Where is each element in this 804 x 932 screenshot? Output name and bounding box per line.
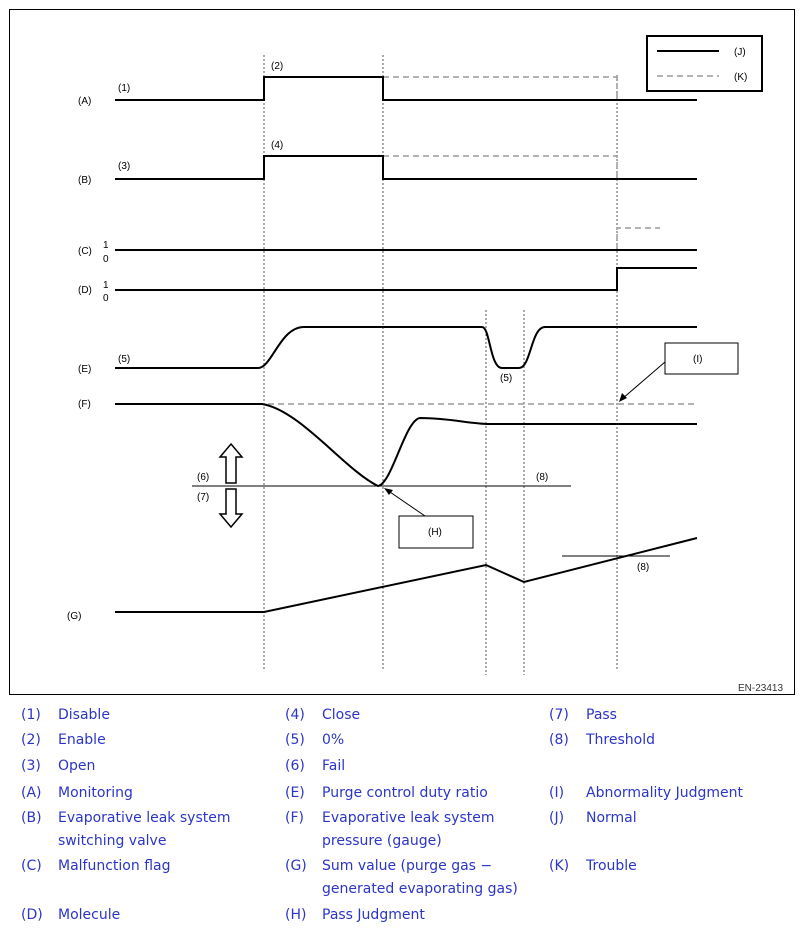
legend-text: Evaporative leak system [322,810,495,826]
callout-i-arrowhead [619,393,627,402]
trace-key-frame [646,35,763,92]
legend-text-line2: generated evaporating gas) [322,881,518,897]
legend-key: (A) [21,785,42,801]
fail-direction-arrow [218,442,244,484]
legend-text: Close [322,707,361,723]
marker-7: (7) [197,492,209,503]
signal-b-trouble-trace [383,155,618,179]
legend-key: (D) [21,907,43,923]
signal-d-level-one: 1 [103,280,109,291]
legend-text: Purge control duty ratio [322,785,488,801]
trace-key: (J) (K) [646,35,763,92]
callout-h-box [398,515,474,549]
legend-text: Pass [586,707,617,723]
callout-i-pointer [621,361,666,400]
signal-b-label: (B) [78,175,91,186]
signal-d-trace [115,267,697,291]
legend-text: Molecule [58,907,121,923]
signal-c-level-zero: 0 [103,254,109,265]
marker-2: (2) [271,61,283,72]
legend-key: (I) [549,785,565,801]
signal-c-trouble-trace [616,227,660,250]
legend-key: (J) [549,810,565,826]
diagram-frame [9,9,795,695]
legend-text: Disable [58,707,110,723]
signal-a-normal-trace [115,76,697,101]
legend-text-line2: switching valve [58,833,167,849]
signal-a-trouble-trace [383,76,618,100]
legend-key: (K) [549,858,570,874]
legend-key: (F) [285,810,304,826]
signal-c-level-one: 1 [103,240,109,251]
legend-text: Threshold [586,732,655,748]
marker-8-pressure: (8) [536,472,548,483]
callout-i-box [664,342,739,375]
legend-text: Evaporative leak system [58,810,231,826]
signal-c-label: (C) [78,246,92,257]
legend-key: (B) [21,810,42,826]
legend-text: Abnormality Judgment [586,785,744,801]
trouble-key-label: (K) [734,72,747,83]
legend-text: Open [58,758,96,774]
callout-h-arrowhead [384,488,393,495]
legend-text: Sum value (purge gas − [322,858,493,874]
signal-f-label: (F) [78,399,91,410]
legend-text: Malfunction flag [58,858,171,874]
legend-key: (2) [21,732,41,748]
marker-6: (6) [197,472,209,483]
timing-diagram: (J) (K) (H) (I) (A) (B) (C) (D) (E) (F) … [9,9,795,695]
legend-text: Pass Judgment [322,907,425,923]
signal-d-level-zero: 0 [103,293,109,304]
legend-key: (4) [285,707,305,723]
legend-text: Trouble [586,858,637,874]
time-markers [263,55,618,675]
legend-text: Normal [586,810,637,826]
legend-key: (6) [285,758,305,774]
signal-f-normal-trace [115,403,697,488]
figure-code: EN-23413 [738,683,783,694]
signal-g-trace [115,537,698,613]
marker-5-e-start: (5) [118,354,130,365]
legend-key: (5) [285,732,305,748]
callout-h-pointer [386,489,426,517]
legend-text-line2: pressure (gauge) [322,833,442,849]
legend-key: (G) [285,858,307,874]
signal-g-label: (G) [67,611,81,622]
marker-8-sum: (8) [637,562,649,573]
marker-4: (4) [271,140,283,151]
legend-key: (E) [285,785,305,801]
marker-1: (1) [118,83,130,94]
legend-text: 0% [322,732,345,748]
legend-key: (1) [21,707,41,723]
legend-text: Fail [322,758,346,774]
signal-e-trace [115,326,697,369]
signal-d-label: (D) [78,285,92,296]
legend-key: (H) [285,907,307,923]
signal-a-label: (A) [78,96,91,107]
signal-e-label: (E) [78,364,91,375]
marker-3: (3) [118,161,130,172]
callout-i-label: (I) [693,354,702,365]
legend-key: (3) [21,758,41,774]
legend-text: Monitoring [58,785,133,801]
signal-b-normal-trace [115,155,697,180]
legend-key: (7) [549,707,569,723]
pass-direction-arrow [218,488,244,529]
normal-key-label: (J) [734,47,746,58]
legend-text: Enable [58,732,106,748]
callout-h-label: (H) [428,527,442,538]
marker-5-e-dip: (5) [500,373,512,384]
legend-key: (C) [21,858,42,874]
legend-key: (8) [549,732,569,748]
legend: (1) Disable (2) Enable (3) Open (A) Moni… [0,700,804,932]
